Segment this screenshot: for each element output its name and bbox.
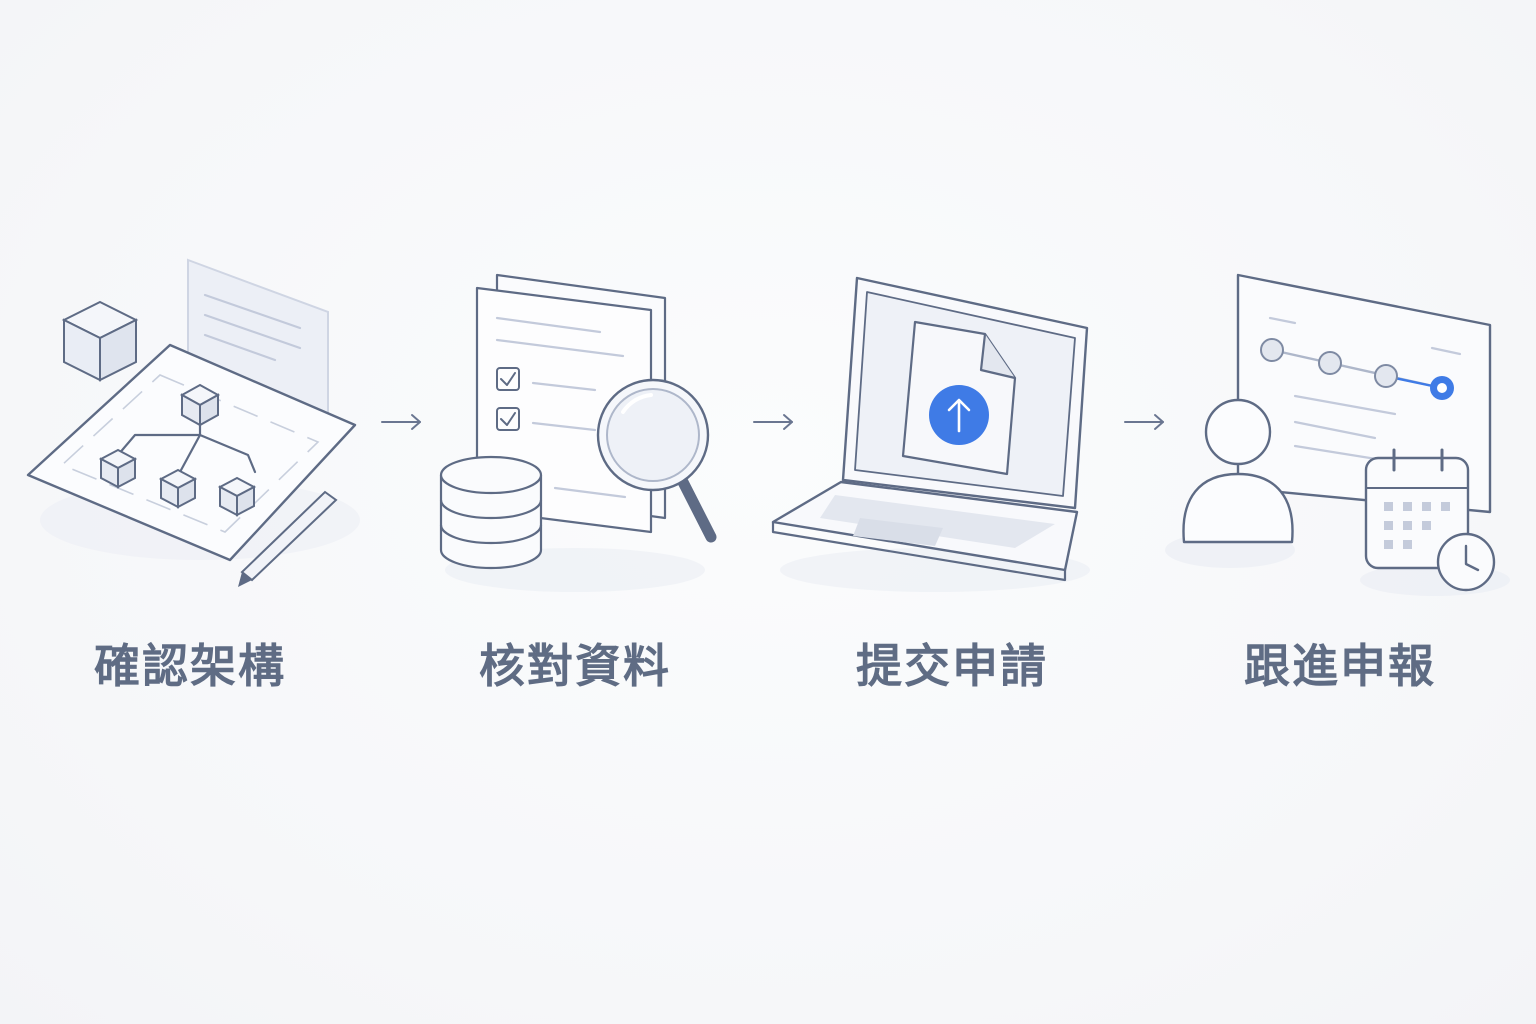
clock-icon xyxy=(1436,532,1496,592)
progress-tracker xyxy=(1260,338,1454,400)
checkbox-icon xyxy=(496,367,520,391)
step-label-2: 核對資料 xyxy=(479,639,671,693)
magnifier-icon xyxy=(596,378,717,543)
cube-icon xyxy=(61,300,139,382)
person-icon xyxy=(1182,398,1294,544)
arrow-right-icon xyxy=(753,414,793,430)
document-database-magnifier-icon xyxy=(439,273,717,592)
checkbox-icon xyxy=(496,407,520,431)
calendar-icon xyxy=(1364,448,1470,570)
arrow-right-icon xyxy=(1124,414,1164,430)
step-label-4: 跟進申報 xyxy=(1244,639,1436,693)
arrow-right-icon xyxy=(381,414,421,430)
laptop-upload-icon xyxy=(771,276,1090,592)
upload-icon xyxy=(929,385,989,445)
step-label-1: 確認架構 xyxy=(94,639,286,693)
database-icon xyxy=(439,455,543,570)
architecture-blueprint-icon xyxy=(26,258,360,587)
progress-tracker-calendar-icon xyxy=(1165,273,1510,596)
step-label-3: 提交申請 xyxy=(856,639,1048,693)
pencil-icon xyxy=(238,490,338,587)
